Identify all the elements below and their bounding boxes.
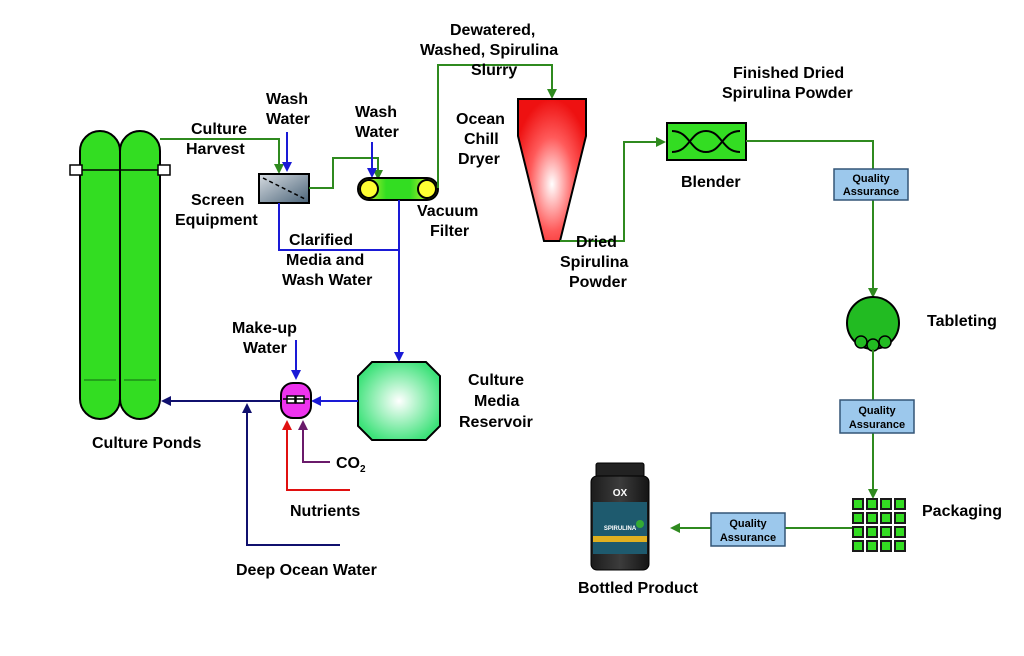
svg-text:Quality: Quality	[852, 173, 890, 185]
bottled-product-label: Bottled Product	[578, 580, 699, 597]
package-cell-tablet	[868, 542, 876, 550]
screen-to-filter-line	[309, 157, 383, 189]
nutrients-line	[282, 420, 350, 491]
blender	[666, 122, 747, 161]
culture-media-reservoir	[357, 361, 441, 441]
package-cell-tablet	[868, 514, 876, 522]
quality-assurance-1: Quality Assurance	[833, 168, 909, 201]
package-cell-tablet	[896, 528, 904, 536]
pond-clamp-right	[157, 164, 171, 176]
package-cell-tablet	[854, 528, 862, 536]
package-cell-tablet	[896, 542, 904, 550]
nutrients-label: Nutrients	[290, 503, 360, 520]
culture-harvest-line	[160, 138, 284, 174]
pond-clamp-left	[69, 164, 83, 176]
package-cell-tablet	[882, 500, 890, 508]
culture-ponds-label: Culture Ponds	[92, 435, 201, 452]
bottled-product-image: OX SPIRULINA	[590, 462, 650, 571]
package-cell-tablet	[854, 542, 862, 550]
package-cell-tablet	[896, 514, 904, 522]
package-cell-tablet	[854, 500, 862, 508]
deep-ocean-water-label: Deep Ocean Water	[236, 562, 377, 579]
bottle-product-name: SPIRULINA	[604, 526, 637, 532]
package-cell-tablet	[854, 514, 862, 522]
screen-equipment	[258, 173, 310, 204]
bottle-brand: OX	[613, 488, 628, 499]
tableting-machine	[846, 296, 900, 352]
quality-assurance-2: Quality Assurance	[839, 399, 915, 434]
packaging-grid	[852, 498, 906, 552]
ocean-chill-dryer	[517, 98, 587, 242]
pond-tube-left	[79, 130, 121, 420]
pond-tube-right	[119, 130, 161, 420]
package-cell-tablet	[868, 528, 876, 536]
package-cell-tablet	[882, 514, 890, 522]
clarified-media-line	[278, 203, 399, 251]
vacuum-filter	[357, 177, 439, 201]
tableting-label: Tableting	[927, 313, 997, 330]
package-cell-tablet	[896, 500, 904, 508]
dried-powder-line	[560, 137, 666, 242]
package-cell-tablet	[882, 542, 890, 550]
blender-to-tableting-line	[746, 140, 878, 298]
quality-assurance-3: Quality Assurance	[710, 512, 786, 547]
package-cell-tablet	[882, 528, 890, 536]
svg-text:Quality: Quality	[729, 518, 767, 530]
deep-ocean-water-line	[242, 403, 340, 546]
package-cell-tablet	[868, 500, 876, 508]
mixer-vessel	[280, 382, 312, 419]
svg-text:Assurance: Assurance	[843, 186, 899, 198]
co2-line	[298, 420, 330, 463]
packaging-label: Packaging	[922, 503, 1002, 520]
slurry-line	[437, 64, 557, 188]
blender-label: Blender	[681, 174, 741, 191]
culture-ponds	[69, 130, 171, 420]
svg-text:Quality: Quality	[858, 405, 896, 417]
co2-label: CO2	[336, 455, 366, 475]
svg-text:Assurance: Assurance	[849, 419, 905, 431]
svg-text:Assurance: Assurance	[720, 532, 776, 544]
